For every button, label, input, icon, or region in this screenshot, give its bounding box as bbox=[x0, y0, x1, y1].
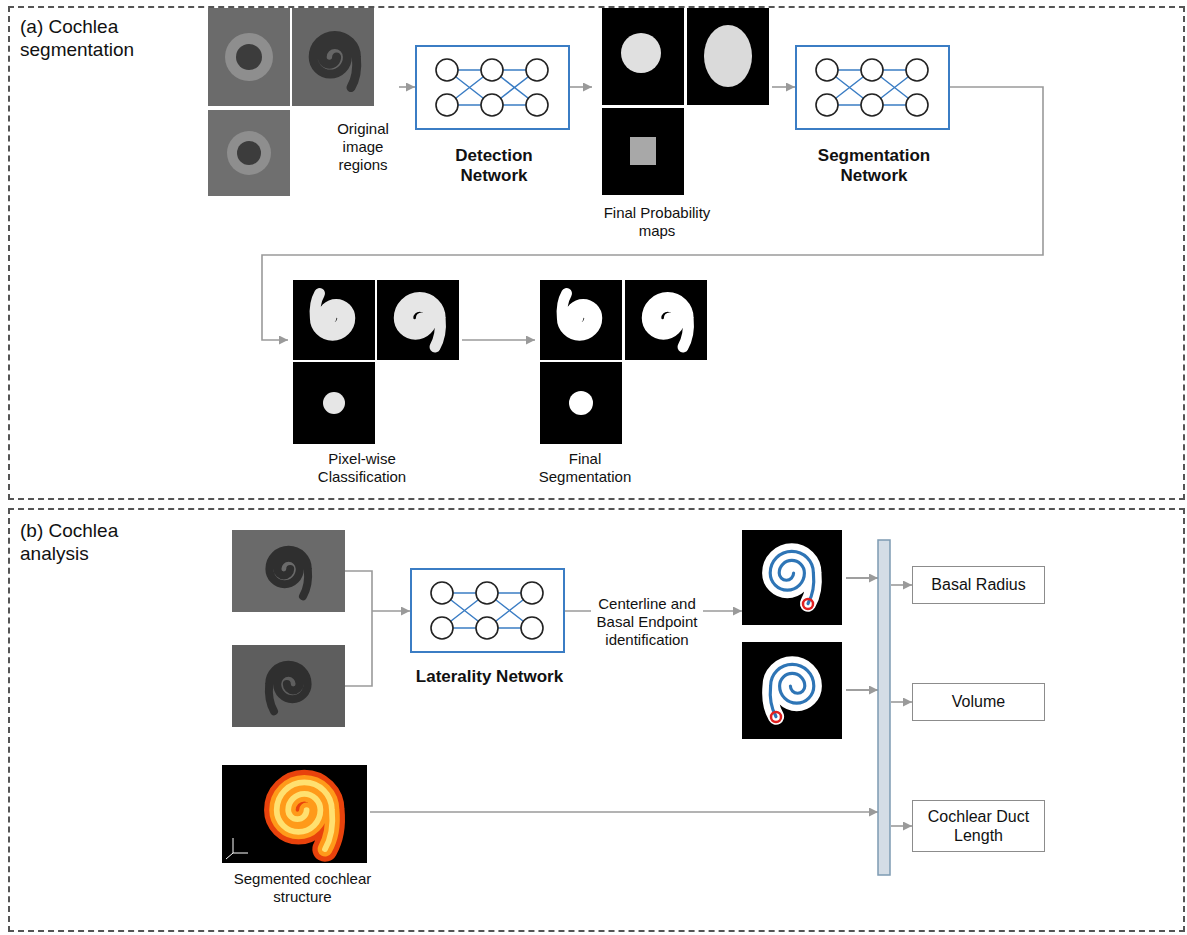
output-box: Basal Radius bbox=[912, 566, 1045, 604]
ct-image bbox=[232, 645, 345, 727]
merge-line bbox=[345, 571, 372, 686]
flow-arrow bbox=[891, 701, 912, 703]
flow-connector bbox=[262, 87, 1043, 340]
cochlea-dot bbox=[569, 391, 593, 415]
image-group: Original image regions bbox=[205, 8, 399, 198]
map-image bbox=[687, 8, 769, 105]
cochlea-spiral bbox=[315, 294, 350, 336]
flow-arrow bbox=[846, 689, 878, 691]
cochlea-spiral bbox=[770, 551, 814, 603]
basal-endpoint bbox=[803, 599, 813, 609]
output-box: Volume bbox=[912, 683, 1045, 721]
image-group: Pixel-wise Classification bbox=[288, 278, 462, 494]
heatmap-image bbox=[222, 765, 367, 863]
ct-image bbox=[208, 110, 290, 196]
flow-connector bbox=[399, 86, 415, 88]
network-label: Laterality Network bbox=[402, 667, 577, 687]
cochlea-spiral bbox=[399, 298, 440, 347]
heatmap-spiral bbox=[277, 782, 333, 849]
cochlea-dot bbox=[323, 392, 345, 414]
basal-endpoint bbox=[771, 712, 781, 722]
probability-blob bbox=[621, 33, 661, 73]
flow-arrow bbox=[891, 584, 912, 586]
image-caption: Segmented cochlear structure bbox=[215, 870, 390, 906]
image-caption: Final Segmentation bbox=[535, 450, 635, 486]
network-icon bbox=[431, 582, 543, 639]
image-group: Final Segmentation bbox=[535, 278, 709, 494]
panel-heading: (b) Cochlea analysis bbox=[20, 520, 160, 566]
flow-arrow bbox=[846, 577, 878, 579]
panel-frame: Laterality NetworkSegmented cochlear str… bbox=[8, 508, 1185, 932]
heatmap-spiral bbox=[277, 782, 333, 849]
collector-bar bbox=[878, 540, 890, 875]
centerline-images bbox=[742, 530, 842, 739]
box-label: Cochlear Duct Length bbox=[923, 807, 1035, 845]
label-holder: Centerline and Basal Endpoint identifica… bbox=[591, 595, 703, 649]
segmentation-images bbox=[540, 280, 707, 444]
flow-arrow bbox=[372, 610, 410, 612]
probability-blob bbox=[704, 25, 752, 87]
network-box: Segmentation Network bbox=[795, 45, 950, 130]
centerline-image bbox=[742, 642, 842, 739]
class-image bbox=[293, 362, 375, 444]
output-box: Cochlear Duct Length bbox=[912, 800, 1045, 852]
flow-connector bbox=[462, 339, 535, 341]
heatmap-spiral bbox=[277, 782, 333, 849]
input-images bbox=[232, 530, 345, 727]
cochlea-spiral bbox=[562, 294, 597, 336]
cochlea-spiral bbox=[269, 550, 308, 596]
cochlea-core bbox=[237, 141, 261, 165]
heatmap-ground bbox=[222, 765, 367, 863]
pixelwise-images bbox=[293, 280, 459, 444]
step-label: Centerline and Basal Endpoint identifica… bbox=[591, 595, 703, 649]
probability-maps bbox=[602, 8, 769, 195]
network-icon bbox=[436, 59, 548, 116]
panel-heading: (a) Cochlea segmentation bbox=[20, 16, 170, 62]
cochlea-spiral bbox=[313, 35, 357, 87]
map-image bbox=[602, 108, 684, 195]
image-caption: Pixel-wise Classification bbox=[307, 450, 417, 486]
flow-connector bbox=[772, 86, 795, 88]
image-group: Segmented cochlear structure bbox=[215, 762, 394, 912]
cochlea-spiral bbox=[647, 298, 688, 347]
flow-arrow bbox=[891, 825, 912, 827]
network-icon bbox=[816, 59, 928, 116]
box-label: Basal Radius bbox=[931, 575, 1025, 594]
image-caption: Original image regions bbox=[331, 120, 395, 174]
ct-image bbox=[232, 530, 345, 612]
flow-connector bbox=[570, 86, 592, 88]
flow-arrow bbox=[370, 811, 878, 813]
cochlea-core bbox=[236, 44, 262, 70]
cochlea-spiral bbox=[269, 665, 308, 711]
seg-image bbox=[625, 280, 707, 360]
image-caption: Final Probability maps bbox=[592, 204, 722, 240]
ct-image bbox=[292, 8, 374, 106]
network-label: Segmentation Network bbox=[809, 146, 939, 187]
axis-glyph bbox=[226, 838, 248, 859]
network-box: Detection Network bbox=[415, 45, 570, 130]
flow-line bbox=[846, 578, 878, 690]
image-group: Final Probability maps bbox=[592, 8, 772, 244]
centerline bbox=[770, 664, 814, 716]
cochlea-ring bbox=[225, 33, 273, 81]
network-label: Detection Network bbox=[429, 146, 559, 187]
class-image bbox=[293, 280, 375, 360]
probability-blob bbox=[630, 137, 656, 165]
centerline-image bbox=[742, 530, 842, 625]
seg-image bbox=[540, 362, 622, 444]
panel-frame: Original image regions Detection NetworkF… bbox=[8, 6, 1185, 500]
centerline bbox=[770, 551, 814, 603]
box-label: Volume bbox=[952, 692, 1005, 711]
network-box: Laterality Network bbox=[410, 568, 565, 653]
ct-image bbox=[208, 8, 290, 106]
map-image bbox=[602, 8, 684, 105]
cochlea-ring bbox=[227, 131, 271, 175]
cochlea-spiral bbox=[770, 664, 814, 716]
seg-image bbox=[540, 280, 622, 360]
class-image bbox=[377, 280, 459, 360]
